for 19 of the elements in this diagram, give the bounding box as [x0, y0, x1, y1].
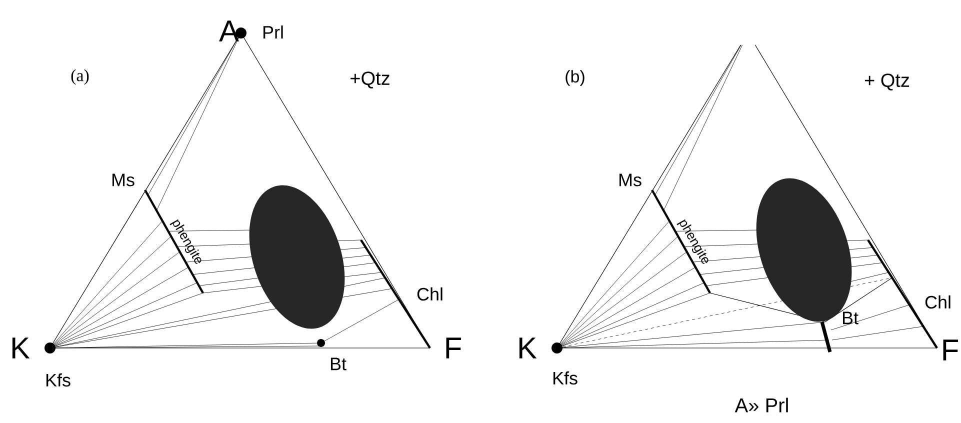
vertex-label: A [219, 20, 239, 42]
mineral-label: Chl [925, 295, 950, 309]
mineral-label: Ms [619, 174, 642, 186]
phase-label: + Qtz [864, 74, 910, 90]
vertex-label: F [446, 338, 461, 358]
caption-label: A» Prl [734, 398, 788, 412]
panel-label: (b) [566, 70, 584, 86]
mineral-label: Ms [112, 174, 134, 186]
panel-label: (a) [71, 69, 89, 85]
vertex-label: K [519, 338, 537, 358]
mineral-label: Kfs [553, 371, 578, 385]
mineral-label: Bt [330, 358, 346, 370]
vertex-label: K [12, 338, 30, 358]
mineral-label: Bt [842, 312, 858, 324]
mineral-label: Chl [417, 287, 442, 301]
mineral-label: Prl [263, 25, 283, 39]
vertex-label: F [943, 340, 958, 360]
phase-label: +Qtz [350, 72, 390, 88]
mineral-label: Kfs [46, 373, 70, 387]
